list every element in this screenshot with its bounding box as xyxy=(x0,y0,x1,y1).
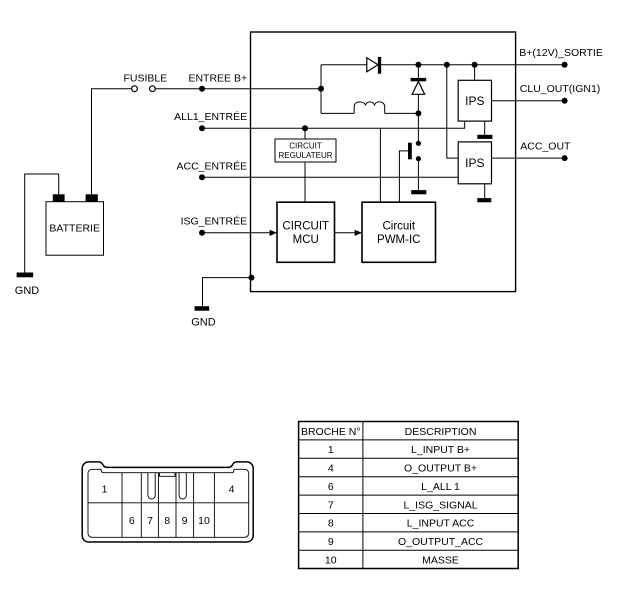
svg-text:Circuit: Circuit xyxy=(382,221,415,233)
svg-text:6: 6 xyxy=(129,515,135,527)
svg-text:7: 7 xyxy=(147,515,153,527)
svg-text:MCU: MCU xyxy=(293,234,319,246)
svg-text:4: 4 xyxy=(229,483,235,495)
svg-text:CIRCUIT: CIRCUIT xyxy=(289,141,322,150)
svg-text:PWM-IC: PWM-IC xyxy=(377,234,420,246)
svg-text:B+(12V)_SORTIE: B+(12V)_SORTIE xyxy=(519,47,603,59)
svg-text:ACC_ENTRÉE: ACC_ENTRÉE xyxy=(176,160,247,173)
svg-text:ISG_ENTRÉE: ISG_ENTRÉE xyxy=(181,214,248,227)
svg-text:10: 10 xyxy=(198,515,210,527)
svg-text:FUSIBLE: FUSIBLE xyxy=(124,72,168,84)
svg-text:BROCHE N°: BROCHE N° xyxy=(301,426,361,438)
svg-text:4: 4 xyxy=(328,463,334,475)
svg-text:GND: GND xyxy=(191,317,216,329)
svg-text:REGULATEUR: REGULATEUR xyxy=(278,151,332,160)
svg-text:BATTERIE: BATTERIE xyxy=(49,223,100,235)
svg-text:8: 8 xyxy=(328,518,334,530)
svg-text:10: 10 xyxy=(325,555,337,567)
svg-text:IPS: IPS xyxy=(465,156,484,170)
svg-text:6: 6 xyxy=(328,481,334,493)
svg-text:ENTREE B+: ENTREE B+ xyxy=(188,72,247,84)
svg-text:O_OUTPUT B+: O_OUTPUT B+ xyxy=(404,463,477,475)
svg-text:L_ALL 1: L_ALL 1 xyxy=(421,481,460,493)
svg-text:CLU_OUT(IGN1): CLU_OUT(IGN1) xyxy=(520,83,601,95)
svg-text:ACC_OUT: ACC_OUT xyxy=(520,140,571,152)
svg-text:ALL1_ENTRÉE: ALL1_ENTRÉE xyxy=(174,110,247,123)
svg-text:DESCRIPTION: DESCRIPTION xyxy=(405,426,477,438)
svg-text:9: 9 xyxy=(328,536,334,548)
svg-text:MASSE: MASSE xyxy=(422,555,459,567)
svg-text:L_INPUT B+: L_INPUT B+ xyxy=(411,444,470,456)
svg-text:9: 9 xyxy=(182,515,188,527)
svg-text:O_OUTPUT_ACC: O_OUTPUT_ACC xyxy=(398,536,484,548)
svg-text:8: 8 xyxy=(164,515,170,527)
svg-text:L_ISG_SIGNAL: L_ISG_SIGNAL xyxy=(403,499,477,511)
svg-text:GND: GND xyxy=(15,285,40,297)
svg-text:L_INPUT ACC: L_INPUT ACC xyxy=(407,518,475,530)
svg-text:1: 1 xyxy=(102,483,108,495)
svg-text:IPS: IPS xyxy=(465,94,484,108)
svg-text:1: 1 xyxy=(328,444,334,456)
svg-text:CIRCUIT: CIRCUIT xyxy=(282,221,329,233)
svg-text:7: 7 xyxy=(328,499,334,511)
